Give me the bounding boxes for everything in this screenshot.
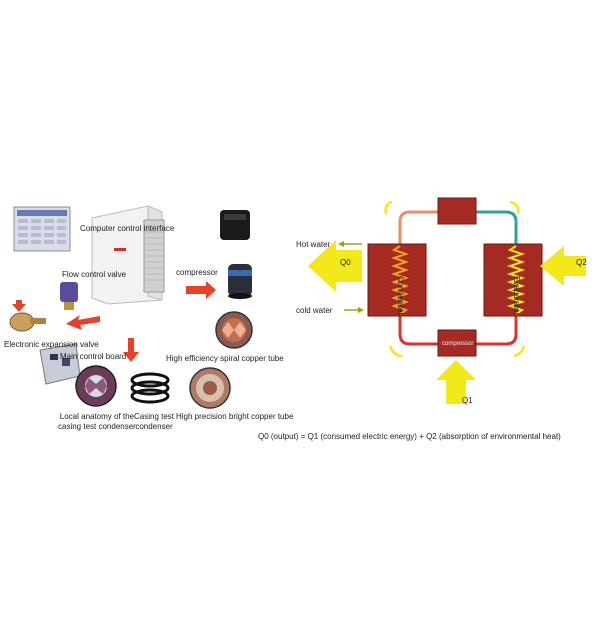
label-compressor-block: compressor (442, 341, 474, 347)
red-arrow-right (186, 281, 216, 299)
label-casing-test-condenser: Casing test condenser (134, 412, 175, 431)
condenser-anatomy-image (75, 365, 117, 407)
label-flow-control-valve: Flow control valve (62, 270, 127, 279)
bright-tube-image (189, 367, 231, 409)
expansion-valve-image (9, 312, 46, 332)
red-arrow-down-left (12, 300, 26, 312)
label-computer-control-interface: Computer control interface (80, 224, 175, 233)
label-condenser: Condenser (396, 276, 405, 316)
compressor-image (228, 264, 252, 299)
flow-control-valve-image (60, 282, 78, 310)
q0-yellow-arrow (308, 240, 362, 292)
label-compressor: compressor (176, 268, 218, 277)
label-main-control-board: Main control board (60, 352, 127, 361)
compressor-block (437, 329, 477, 357)
label-high-efficiency-tube: High efficiency spiral copper tube (166, 354, 284, 363)
label-formula: Q0 (output) = Q1 (consumed electric ener… (258, 432, 561, 441)
spiral-tube-image (215, 311, 253, 349)
red-arrow-down (123, 338, 139, 362)
cold-water-arrow (344, 307, 364, 313)
refrigerant-pipes (398, 210, 518, 346)
flow-direction-arrows (384, 200, 526, 358)
casing-condenser-image (130, 372, 170, 404)
label-high-precision-tube: High precision bright copper tube (176, 412, 294, 421)
heat-pump-unit-image (91, 205, 165, 305)
label-q1: Q1 (462, 396, 473, 405)
label-q0: Q0 (340, 258, 351, 267)
main-control-board-image (39, 343, 81, 385)
hot-water-arrow (338, 241, 362, 247)
evaporator-block (483, 243, 543, 317)
control-interface-screen-image (13, 206, 71, 252)
red-arrow-left (66, 315, 100, 330)
compressor-image-top (220, 210, 250, 240)
label-q2: Q2 (576, 258, 587, 267)
label-hot-water: Hot water (296, 240, 331, 249)
label-cold-water: cold water (296, 306, 333, 315)
condenser-block (367, 243, 427, 317)
label-evaporator: Evaporator (512, 276, 521, 316)
q1-yellow-arrow (436, 360, 476, 404)
q2-yellow-arrow (540, 246, 586, 286)
top-block (437, 197, 477, 225)
label-electronic-expansion-valve: Electronic expansion valve (4, 340, 99, 349)
label-local-anatomy: Local anatomy of the casing test condens… (58, 412, 136, 431)
